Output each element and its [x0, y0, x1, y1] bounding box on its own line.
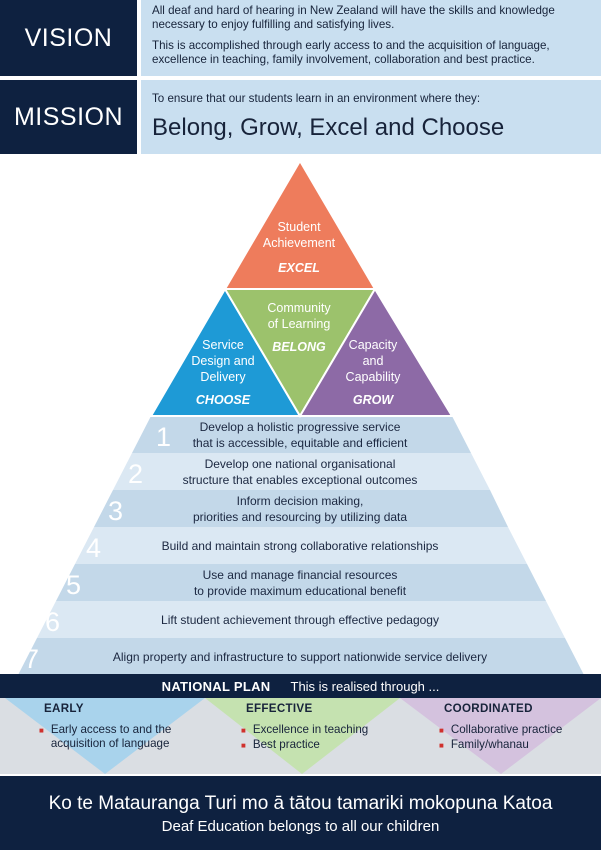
- mission-statement: To ensure that our students learn in an …: [141, 80, 601, 154]
- band-7-bg: [18, 638, 584, 675]
- grow-tag: GROW: [353, 393, 394, 407]
- excel-line-2: Achievement: [263, 236, 336, 250]
- band-1-line-1: Develop a holistic progressive service: [200, 420, 401, 434]
- vision-statement: All deaf and hard of hearing in New Zeal…: [141, 0, 601, 76]
- vision-text-1: All deaf and hard of hearing in New Zeal…: [152, 4, 555, 31]
- plan-item: ■ Collaborative practice: [439, 723, 601, 738]
- plan-item: ■ Excellence in teaching: [241, 723, 422, 738]
- band-3-line-1: Inform decision making,: [237, 494, 364, 508]
- plan-item-text: Best practice: [252, 738, 320, 751]
- plan-item-text: Family/whanau: [450, 738, 529, 751]
- mission-intro: To ensure that our students learn in an …: [152, 92, 481, 105]
- band-1-bg: [132, 416, 471, 453]
- choose-tag: CHOOSE: [196, 393, 251, 407]
- belong-line-2: of Learning: [268, 317, 331, 331]
- bullet-icon: ■: [241, 726, 246, 735]
- plan-column-title: EFFECTIVE: [246, 702, 313, 715]
- bullet-icon: ■: [241, 741, 246, 750]
- plan-item-text: Collaborative practice: [450, 723, 563, 736]
- footer: Ko te Matauranga Turi mo ā tātou tamarik…: [0, 776, 601, 850]
- footer-english-text: Deaf Education belongs to all our childr…: [161, 818, 440, 835]
- effective-chevron: [205, 698, 400, 774]
- band-6-line-1: Lift student achievement through effecti…: [161, 613, 439, 627]
- national-plan-title: NATIONAL PLAN: [161, 678, 271, 694]
- plan-item-text: Excellence in teaching: [252, 723, 369, 736]
- plan-column-effective: EFFECTIVE ■ Excellence in teaching ■ Bes…: [232, 698, 422, 753]
- coordinated-chevron: [400, 698, 601, 774]
- plan-item: ■ Early access to and the acquisition of…: [39, 723, 220, 751]
- footer-maori-text: Ko te Matauranga Turi mo ā tātou tamarik…: [48, 793, 553, 814]
- band-3-bg: [94, 490, 508, 527]
- choose-line-3: Delivery: [200, 370, 246, 384]
- band-5-bg: [56, 564, 546, 601]
- bullet-icon: ■: [439, 741, 444, 750]
- plan-item: ■ Best practice: [241, 738, 422, 753]
- national-plan-band: [0, 698, 601, 774]
- grow-line-3: Capability: [346, 370, 402, 384]
- vision-label: VISION: [0, 0, 137, 76]
- band-1-line-2: that is accessible, equitable and effici…: [193, 436, 408, 450]
- national-plan-bar: NATIONAL PLAN This is realised through .…: [0, 674, 601, 698]
- band-number: 1: [156, 422, 171, 452]
- grow-line-2: and: [363, 354, 384, 368]
- bullet-icon: ■: [439, 726, 444, 735]
- band-2-line-1: Develop one national organisational: [205, 457, 396, 471]
- excel-tag: EXCEL: [278, 261, 320, 275]
- belong-line-1: Community: [267, 301, 331, 315]
- band-3-line-2: priorities and resourcing by utilizing d…: [193, 510, 407, 524]
- early-chevron: [5, 698, 205, 774]
- plan-column-early: EARLY ■ Early access to and the acquisit…: [30, 698, 220, 751]
- band-number: 3: [108, 496, 123, 526]
- band-number: 2: [128, 459, 143, 489]
- mission-headline: Belong, Grow, Excel and Choose: [152, 114, 505, 141]
- mission-label: MISSION: [0, 80, 137, 154]
- plan-column-coordinated: COORDINATED ■ Collaborative practice ■ F…: [430, 698, 601, 753]
- band-number: 4: [86, 533, 101, 563]
- band-4-line-1: Build and maintain strong collaborative …: [162, 539, 439, 553]
- band-number: 6: [45, 607, 60, 637]
- grow-line-1: Capacity: [349, 338, 398, 352]
- plan-item: ■ Family/whanau: [439, 738, 601, 753]
- band-number: 5: [66, 570, 81, 600]
- band-2-line-2: structure that enables exceptional outco…: [183, 473, 418, 487]
- choose-line-2: Design and: [191, 354, 254, 368]
- band-number: 7: [24, 644, 39, 674]
- national-plan-subtitle: This is realised through ...: [290, 678, 440, 694]
- band-5-line-2: to provide maximum educational benefit: [194, 584, 407, 598]
- band-6-bg: [37, 601, 565, 638]
- band-4-bg: [75, 527, 527, 564]
- plan-item-text: Early access to and the acquisition of l…: [50, 723, 172, 750]
- choose-line-1: Service: [202, 338, 244, 352]
- grow-triangle: [298, 287, 454, 417]
- band-7-line-1: Align property and infrastructure to sup…: [113, 650, 487, 664]
- plan-column-title: COORDINATED: [444, 702, 533, 715]
- pyramid-diagram: 1 2 3 4 5 6 7 Develop a holistic progres…: [18, 159, 584, 675]
- band-2-bg: [113, 453, 490, 490]
- band-5-line-1: Use and manage financial resources: [203, 568, 398, 582]
- vision-text-2: This is accomplished through early acces…: [152, 39, 550, 66]
- bullet-icon: ■: [39, 726, 44, 735]
- plan-column-title: EARLY: [44, 702, 84, 715]
- excel-line-1: Student: [277, 220, 321, 234]
- belong-tag: BELONG: [272, 340, 326, 354]
